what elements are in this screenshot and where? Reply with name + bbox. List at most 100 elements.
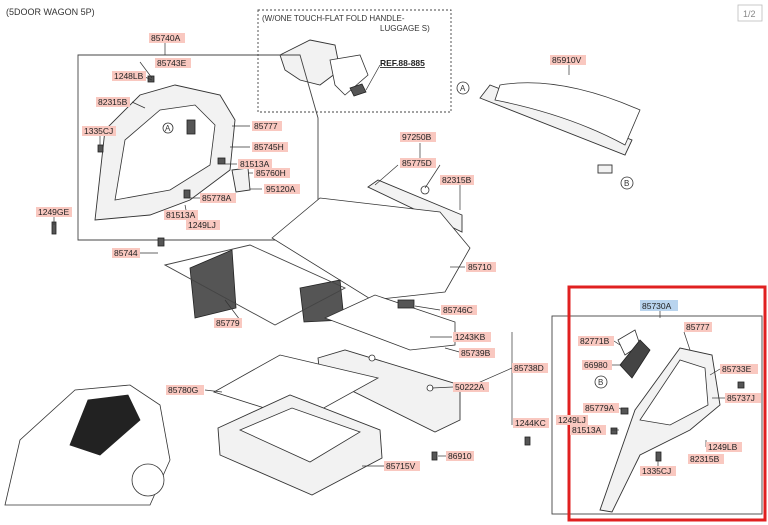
svg-text:1335CJ: 1335CJ bbox=[642, 466, 671, 476]
svg-text:85733E: 85733E bbox=[722, 364, 752, 374]
right-trim-clip bbox=[620, 407, 629, 415]
part-label[interactable]: 85744 bbox=[112, 248, 140, 258]
right-trim-handle bbox=[619, 339, 651, 379]
tray-bolt bbox=[524, 436, 531, 446]
part-label[interactable]: 50222A bbox=[453, 382, 489, 392]
part-label[interactable]: 85737J bbox=[725, 393, 761, 403]
part-label[interactable]: 82315B bbox=[96, 97, 130, 107]
svg-text:85738D: 85738D bbox=[514, 363, 544, 373]
part-label[interactable]: 85778A bbox=[200, 193, 236, 203]
part-labels: 85740A 85743E 1248LB 82315B 1335CJ 85777… bbox=[36, 33, 761, 476]
left-trim-frame bbox=[77, 54, 319, 241]
part-label[interactable]: 85740A bbox=[149, 33, 185, 43]
left-trim-clip2 bbox=[217, 157, 226, 165]
part-label[interactable]: 82315B bbox=[688, 454, 724, 464]
part-label[interactable]: 85745H bbox=[252, 142, 288, 152]
luggage-floor-group bbox=[271, 179, 471, 301]
page-indicator[interactable]: 1/2 bbox=[743, 9, 756, 19]
part-label[interactable]: 1244KC bbox=[513, 418, 549, 428]
svg-text:85777: 85777 bbox=[254, 121, 278, 131]
part-label[interactable]: 97250B bbox=[400, 132, 436, 142]
part-label[interactable]: 85710 bbox=[466, 262, 496, 272]
svg-text:1249LB: 1249LB bbox=[708, 442, 738, 452]
part-label[interactable]: 85777 bbox=[252, 121, 282, 131]
part-label[interactable]: 85779 bbox=[214, 318, 242, 328]
right-trim-bolt bbox=[655, 451, 662, 462]
part-label[interactable]: 95120A bbox=[264, 184, 300, 194]
svg-text:85710: 85710 bbox=[468, 262, 492, 272]
inset-latch-part bbox=[349, 83, 367, 97]
svg-text:85760H: 85760H bbox=[256, 168, 286, 178]
part-label[interactable]: 81513A bbox=[238, 159, 272, 169]
part-label[interactable]: 82315B bbox=[440, 175, 474, 185]
svg-text:85743E: 85743E bbox=[157, 58, 187, 68]
part-label[interactable]: 85746C bbox=[441, 305, 477, 315]
part-label[interactable]: 85715V bbox=[384, 461, 420, 471]
svg-text:66980: 66980 bbox=[584, 360, 608, 370]
one-touch-handle-inset: (W/ONE TOUCH-FLAT FOLD HANDLE- LUGGAGE S… bbox=[257, 9, 452, 113]
inset-title-line2: LUGGAGE S) bbox=[380, 24, 430, 33]
part-label[interactable]: 85777 bbox=[684, 322, 712, 332]
cargo-cover-group: A B bbox=[456, 81, 641, 190]
cargo-cover-callout-b bbox=[620, 176, 634, 190]
part-label[interactable]: 1249LB bbox=[706, 442, 742, 452]
svg-text:1249LJ: 1249LJ bbox=[558, 415, 586, 425]
svg-text:85715V: 85715V bbox=[386, 461, 416, 471]
left-trim-screw bbox=[147, 75, 155, 83]
part-label[interactable]: 1335CJ bbox=[640, 466, 676, 476]
luggage-floor-mat bbox=[271, 197, 471, 301]
svg-text:1335CJ: 1335CJ bbox=[84, 126, 113, 136]
part-label[interactable]: 85743E bbox=[155, 58, 191, 68]
inset-ref-leader bbox=[365, 64, 381, 91]
right-trim-clip2 bbox=[610, 427, 618, 435]
part-label[interactable]: 85779A bbox=[583, 403, 619, 413]
right-side-trim-group: B bbox=[551, 315, 763, 515]
part-label[interactable]: 85733E bbox=[720, 364, 758, 374]
vehicle-wheel bbox=[131, 463, 165, 497]
svg-text:81513A: 81513A bbox=[166, 210, 196, 220]
svg-text:1249GE: 1249GE bbox=[38, 207, 70, 217]
svg-text:1249LJ: 1249LJ bbox=[188, 220, 216, 230]
svg-text:82771B: 82771B bbox=[580, 336, 610, 346]
selection-highlight-box[interactable] bbox=[567, 285, 767, 522]
cargo-cover-callout-a-label: A bbox=[460, 84, 466, 93]
part-label[interactable]: 85780G bbox=[166, 385, 204, 395]
right-trim-inner bbox=[639, 359, 709, 426]
svg-text:82315B: 82315B bbox=[690, 454, 720, 464]
part-label[interactable]: 81513A bbox=[570, 425, 606, 435]
part-label[interactable]: 85760H bbox=[254, 168, 290, 178]
page-indicator-box[interactable] bbox=[737, 4, 763, 22]
part-label[interactable]: 1243KB bbox=[453, 332, 491, 342]
svg-text:50222A: 50222A bbox=[455, 382, 485, 392]
part-label[interactable]: 1248LB bbox=[112, 71, 146, 81]
part-label[interactable]: 66980 bbox=[582, 360, 612, 370]
part-label-highlighted[interactable]: 85730A bbox=[640, 300, 678, 311]
part-label[interactable]: 1249GE bbox=[36, 207, 72, 217]
inset-panel-part bbox=[279, 39, 341, 86]
inset-ref-link[interactable]: REF.88-885 bbox=[380, 58, 425, 68]
part-label[interactable]: 85775D bbox=[400, 158, 436, 168]
cargo-net-group bbox=[163, 244, 347, 326]
part-label[interactable]: 81513A bbox=[164, 210, 198, 220]
right-trim-callout-b bbox=[594, 375, 608, 389]
part-label[interactable]: 86910 bbox=[446, 451, 474, 461]
part-label[interactable]: 85910V bbox=[550, 55, 586, 65]
part-label[interactable]: 82771B bbox=[578, 336, 614, 346]
svg-text:85777: 85777 bbox=[686, 322, 710, 332]
svg-text:85780G: 85780G bbox=[168, 385, 198, 395]
part-label[interactable]: 1335CJ bbox=[82, 126, 116, 136]
part-label[interactable]: 1249LJ bbox=[556, 415, 588, 425]
cargo-net-left bbox=[189, 249, 237, 319]
svg-text:85779A: 85779A bbox=[585, 403, 615, 413]
inset-handle-part bbox=[329, 54, 369, 96]
cargo-net-frame bbox=[163, 244, 347, 326]
left-trim-clip bbox=[183, 189, 191, 199]
cargo-cover-sheet bbox=[494, 82, 641, 146]
part-label[interactable]: 85738D bbox=[512, 363, 548, 373]
part-label[interactable]: 1249LJ bbox=[186, 220, 220, 230]
part-label[interactable]: 85739B bbox=[459, 348, 495, 358]
svg-text:1244KC: 1244KC bbox=[515, 418, 546, 428]
sill-plate-hole bbox=[420, 185, 430, 195]
svg-text:81513A: 81513A bbox=[572, 425, 602, 435]
